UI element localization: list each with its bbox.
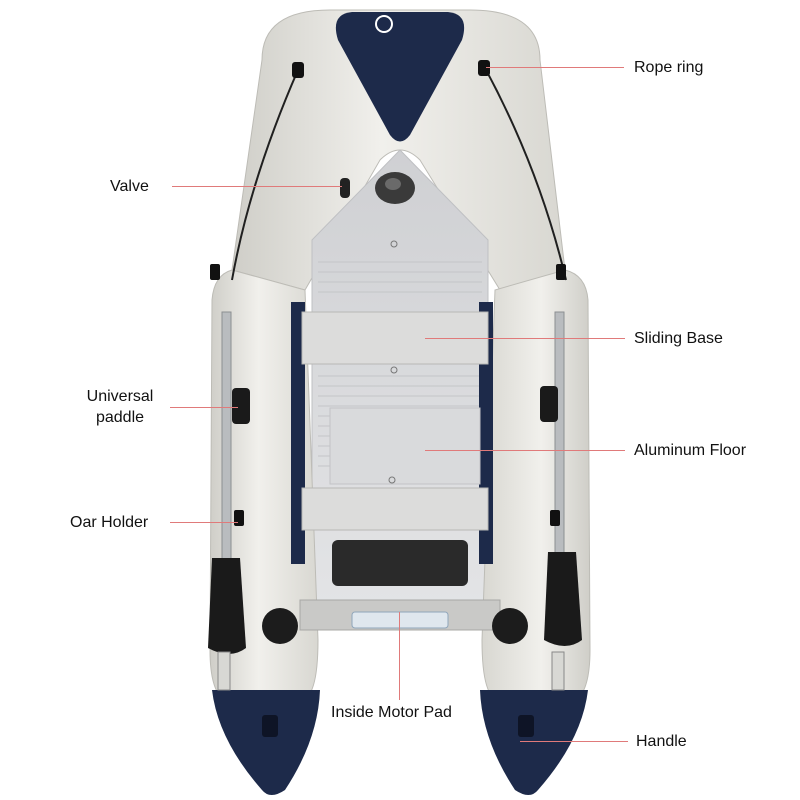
label-valve: Valve xyxy=(110,178,149,195)
label-aluminum-floor: Aluminum Floor xyxy=(634,442,747,459)
left-oar-holder-icon[interactable] xyxy=(234,510,244,526)
leader-valve xyxy=(172,186,342,187)
rope-ring-right-icon[interactable] xyxy=(478,60,490,76)
label-inside-motor-pad: Inside Motor Pad xyxy=(331,704,452,721)
leader-handle xyxy=(520,741,628,742)
left-stern-cone xyxy=(212,690,320,795)
leader-aluminum-floor xyxy=(425,450,625,451)
leader-sliding-base xyxy=(425,338,625,339)
right-paddle-lock-icon[interactable] xyxy=(540,386,558,422)
floor-marker-low xyxy=(388,476,396,484)
left-paddle-lock-icon[interactable] xyxy=(232,388,250,424)
motor-pad-black xyxy=(332,540,468,586)
label-sliding-base: Sliding Base xyxy=(634,330,723,347)
right-stern-cone xyxy=(480,690,588,795)
left-oar-blade xyxy=(208,558,246,654)
left-oar-shaft xyxy=(221,311,232,563)
bow-tube xyxy=(231,9,566,291)
label-universal-paddle-line2: paddle xyxy=(95,409,145,426)
rope-lifeline xyxy=(231,67,567,281)
right-oar-blade xyxy=(544,552,582,646)
label-universal-paddle: Universal paddle xyxy=(70,386,170,428)
left-side-decal xyxy=(217,651,231,691)
floor-marker-top xyxy=(390,240,398,248)
inside-motor-pad[interactable] xyxy=(351,611,449,629)
right-rear-grip-icon[interactable] xyxy=(492,608,528,644)
label-oar-holder: Oar Holder xyxy=(70,514,149,531)
left-handle-icon[interactable] xyxy=(262,715,278,737)
label-rope-ring: Rope ring xyxy=(634,59,704,76)
right-oar-holder-icon[interactable] xyxy=(550,510,560,526)
leader-inside-motor-pad xyxy=(399,612,400,700)
left-rear-grip-icon[interactable] xyxy=(262,608,298,644)
logo-emblem xyxy=(375,15,393,33)
floor-panel-middle xyxy=(329,407,481,485)
label-universal-paddle-line1: Universal xyxy=(86,388,154,405)
leader-oar-holder xyxy=(170,522,238,523)
bow-accent xyxy=(335,12,465,142)
right-handle-icon[interactable] xyxy=(518,715,534,737)
leader-universal-paddle xyxy=(170,407,238,408)
label-handle: Handle xyxy=(636,733,687,750)
tube-valve-icon[interactable] xyxy=(340,178,350,198)
right-side-decal xyxy=(551,651,565,691)
rope-ring-left-icon[interactable] xyxy=(292,62,304,78)
rear-bench[interactable] xyxy=(301,487,489,531)
leader-rope-ring xyxy=(486,67,624,68)
floor-marker-mid xyxy=(390,366,398,374)
